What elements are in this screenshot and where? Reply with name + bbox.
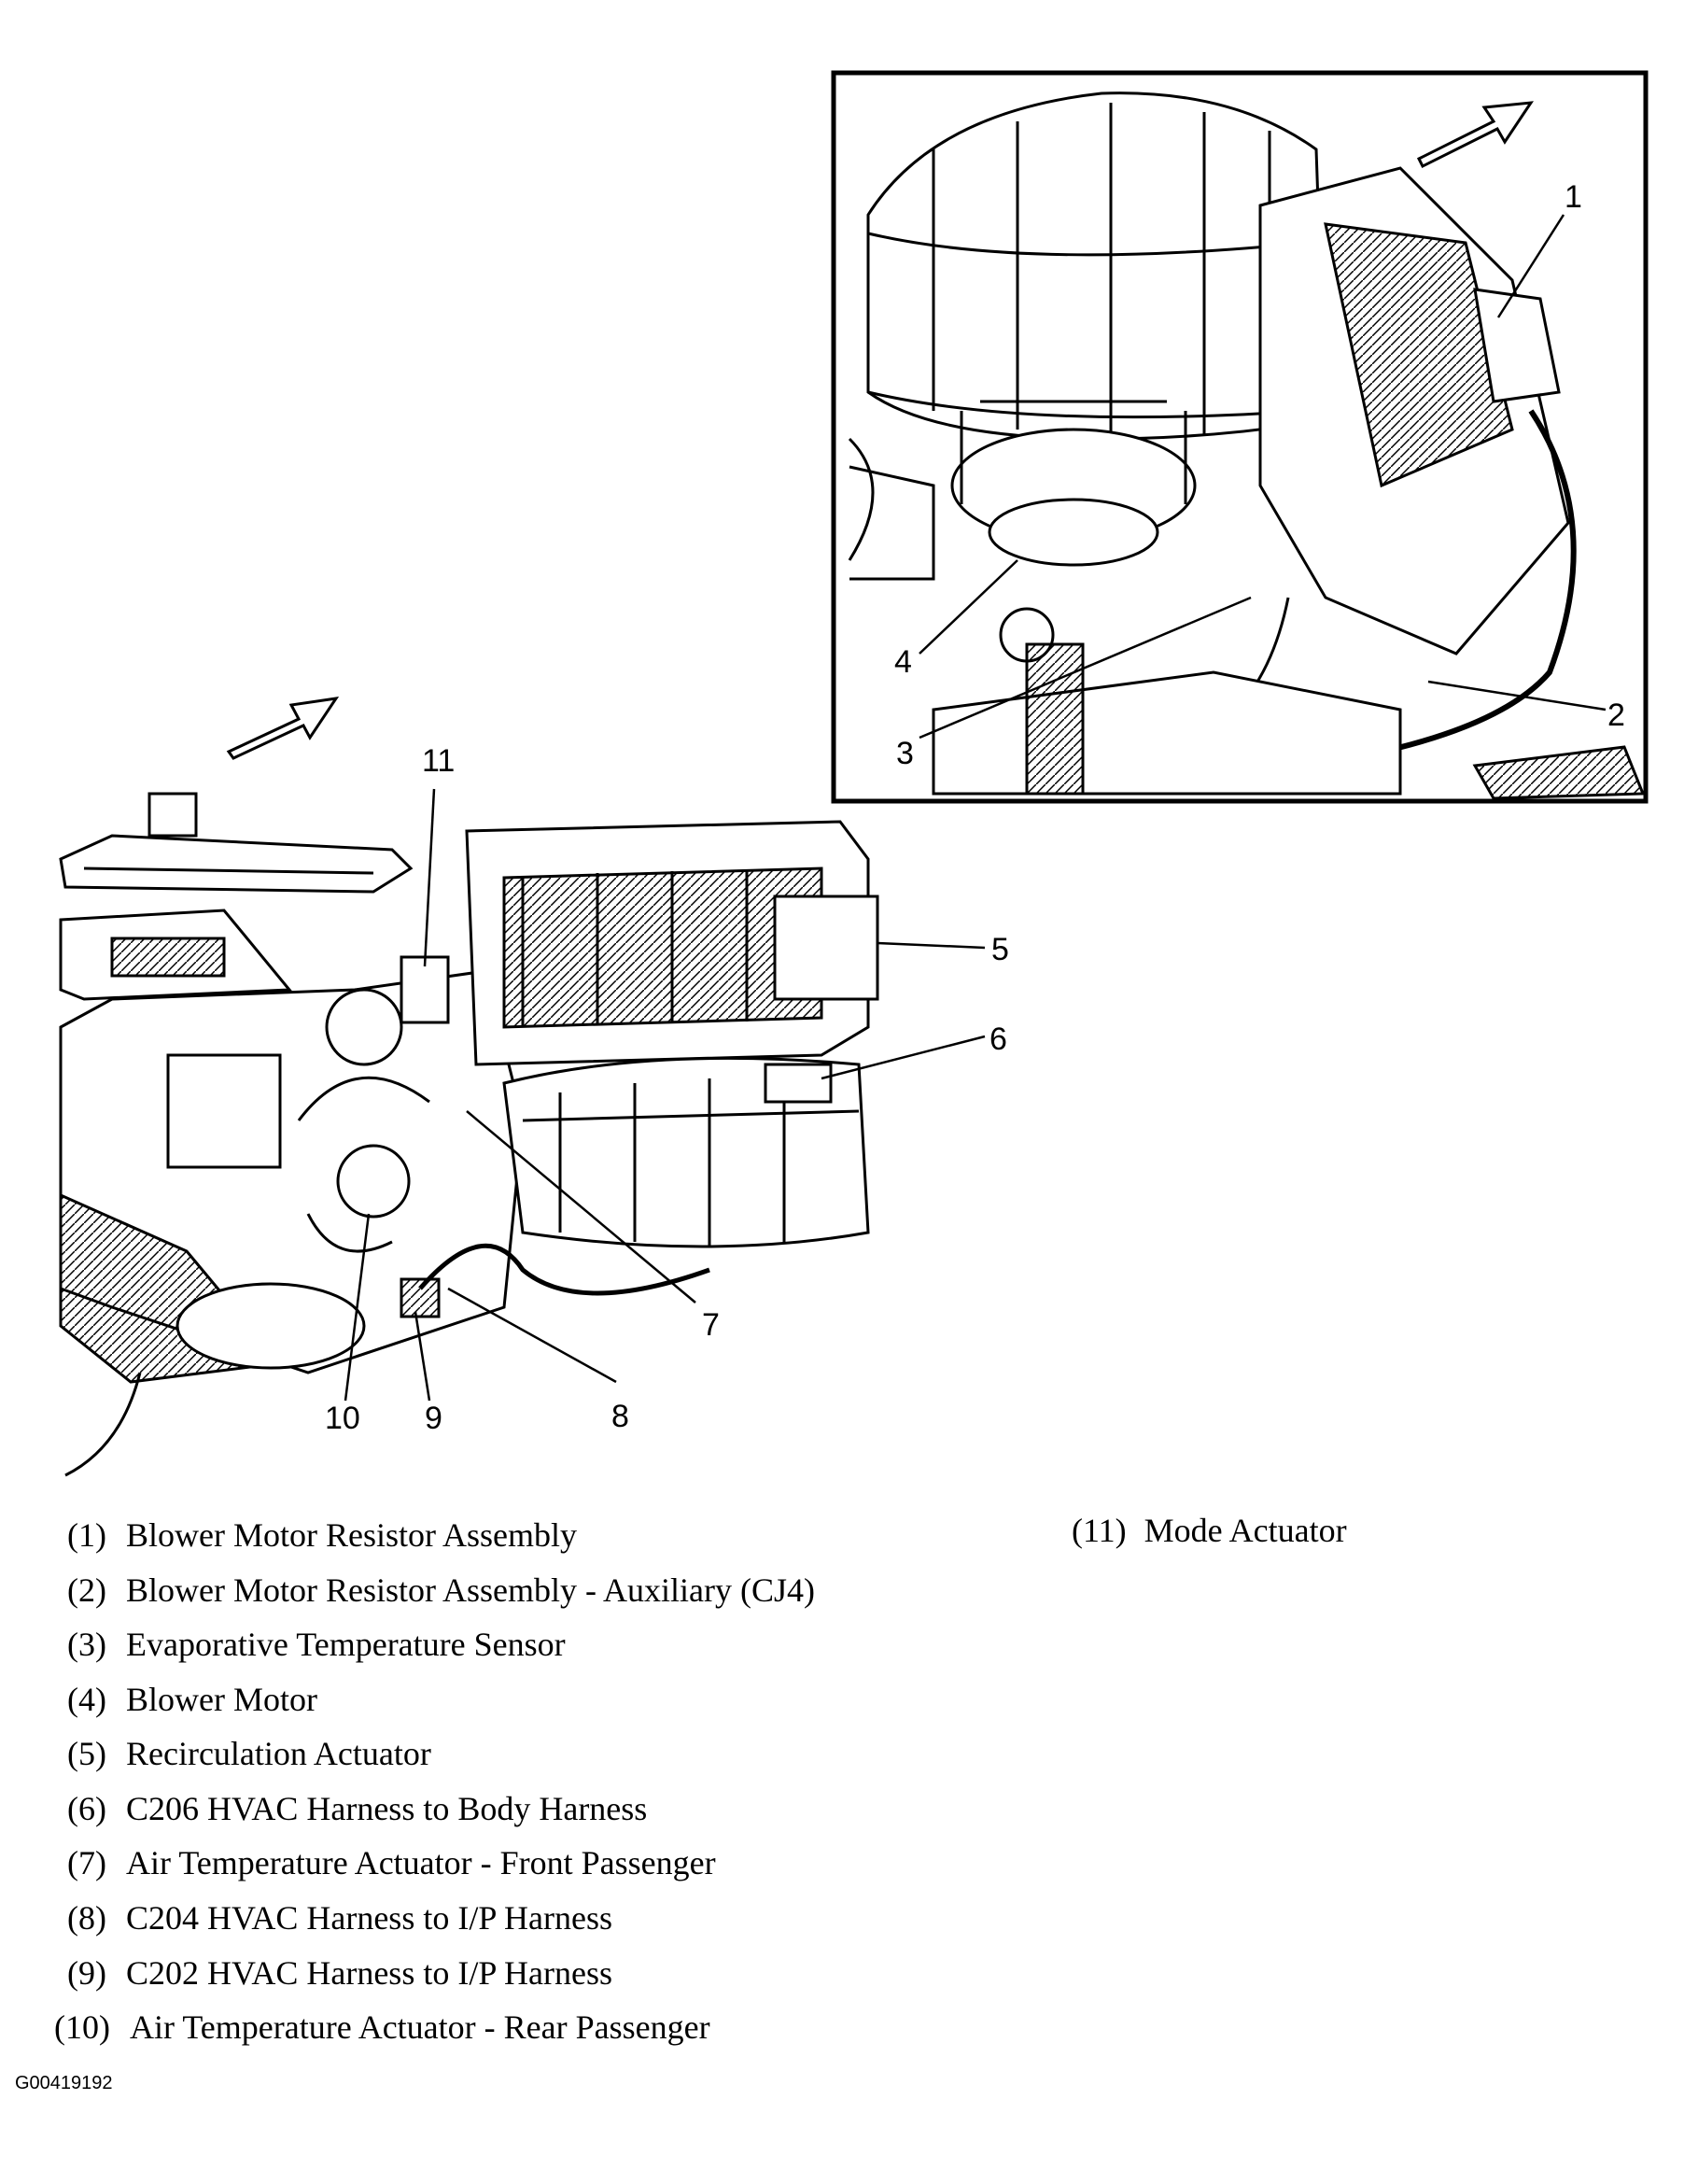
airflow-arrow-icon (226, 697, 340, 760)
legend-number: (2) (67, 1571, 106, 1609)
legend-number: (8) (67, 1899, 106, 1937)
legend-label: Air Temperature Actuator - Rear Passenge… (129, 2008, 710, 2046)
legend-label: Recirculation Actuator (125, 1735, 431, 1772)
legend-label: C202 HVAC Harness to I/P Harness (125, 1954, 612, 1992)
inset-leader-lines (919, 214, 1607, 740)
main-leader-lines (344, 788, 986, 1402)
legend-item: (9) C202 HVAC Harness to I/P Harness (67, 1953, 612, 1993)
legend-label: C204 HVAC Harness to I/P Harness (125, 1899, 612, 1937)
legend-number: (1) (67, 1516, 106, 1554)
figure-id: G00419192 (15, 2073, 113, 2093)
airflow-arrow-icon (1416, 101, 1535, 169)
legend-item: (7) Air Temperature Actuator - Front Pas… (67, 1843, 716, 1882)
legend-item: (4) Blower Motor (67, 1680, 317, 1719)
callout-5: 5 (991, 932, 1009, 967)
legend-label: C206 HVAC Harness to Body Harness (125, 1790, 648, 1827)
legend-number: (11) (1072, 1512, 1127, 1549)
legend-item: (6) C206 HVAC Harness to Body Harness (67, 1789, 647, 1828)
legend-item: (8) C204 HVAC Harness to I/P Harness (67, 1898, 612, 1937)
legend-label: Evaporative Temperature Sensor (125, 1626, 566, 1663)
legend-item: (2) Blower Motor Resistor Assembly - Aux… (67, 1571, 815, 1610)
legend-number: (3) (67, 1626, 106, 1663)
legend-item: (1) Blower Motor Resistor Assembly (67, 1515, 577, 1555)
inset-detail-view (831, 70, 1649, 804)
legend-label: Air Temperature Actuator - Front Passeng… (125, 1844, 716, 1881)
legend-item: (10) Air Temperature Actuator - Rear Pas… (54, 2008, 710, 2047)
callout-10: 10 (325, 1401, 360, 1436)
blower-housing-illustration (848, 92, 1646, 800)
legend-item: (3) Evaporative Temperature Sensor (67, 1625, 566, 1664)
legend-number: (4) (67, 1681, 106, 1718)
callout-1: 1 (1565, 179, 1582, 215)
callout-9: 9 (425, 1401, 442, 1436)
main-assembly-view (59, 697, 986, 1477)
callout-3: 3 (896, 736, 914, 771)
callout-6: 6 (989, 1022, 1007, 1057)
legend-label: Blower Motor Resistor Assembly (125, 1516, 577, 1554)
legend-item: (11) Mode Actuator (1072, 1511, 1347, 1550)
legend-item: (5) Recirculation Actuator (67, 1734, 431, 1773)
legend-number: (6) (67, 1790, 106, 1827)
legend-number: (10) (54, 2008, 110, 2046)
callout-8: 8 (611, 1399, 629, 1434)
callout-4: 4 (894, 644, 912, 680)
legend-number: (5) (67, 1735, 106, 1772)
legend-label: Mode Actuator (1144, 1512, 1347, 1549)
legend-label: Blower Motor Resistor Assembly - Auxilia… (125, 1571, 815, 1609)
legend-number: (9) (67, 1954, 106, 1992)
callout-11: 11 (422, 743, 455, 779)
callout-7: 7 (702, 1307, 720, 1343)
hvac-module-illustration (59, 792, 879, 1477)
legend-label: Blower Motor (125, 1681, 317, 1718)
legend-number: (7) (67, 1844, 106, 1881)
callout-2: 2 (1607, 697, 1625, 733)
